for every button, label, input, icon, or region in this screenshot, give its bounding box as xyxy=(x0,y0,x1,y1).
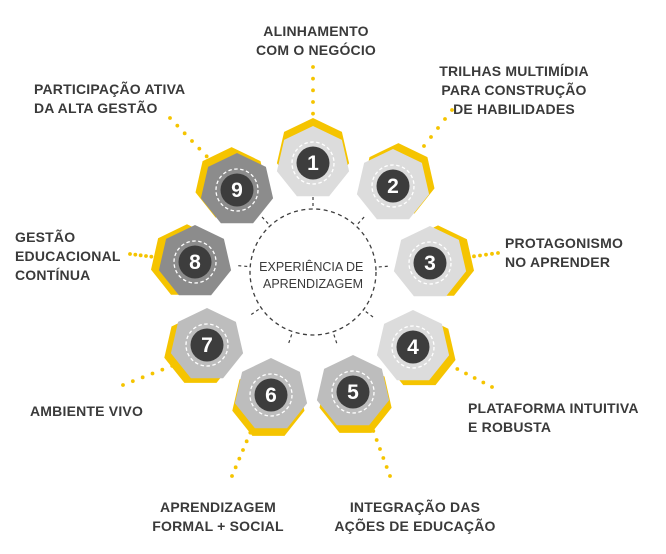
step-label-4: PLATAFORMA INTUITIVA E ROBUSTA xyxy=(468,399,639,437)
step-label-2-line-1: TRILHAS MULTIMÍDIA xyxy=(439,63,589,79)
step-node-3: 3 xyxy=(393,225,474,297)
step-node-5: 5 xyxy=(316,355,392,433)
step-label-8-line-2: EDUCACIONAL xyxy=(15,248,121,264)
number-badge-6 xyxy=(254,378,288,412)
step-number-7: 7 xyxy=(201,334,213,357)
spoke-line-5 xyxy=(333,334,339,347)
step-label-2-line-3: DE HABILIDADES xyxy=(453,101,575,117)
step-number-8: 8 xyxy=(189,251,201,274)
step-label-1-line-2: COM O NEGÓCIO xyxy=(255,42,377,58)
badge-ring-6 xyxy=(249,373,293,417)
step-node-8: 8 xyxy=(151,224,232,296)
step-label-3-line-2: NO APRENDER xyxy=(505,254,611,270)
step-number-4: 4 xyxy=(407,336,419,359)
badge-ring-4 xyxy=(391,325,435,369)
step-label-8-line-1: GESTÃO xyxy=(15,229,76,245)
step-label-9: PARTICIPAÇÃO ATIVA DA ALTA GESTÃO xyxy=(34,80,185,118)
step-label-4-line-2: E ROBUSTA xyxy=(468,419,552,435)
step-node-6: 6 xyxy=(232,358,308,436)
svg-text:EXPERIÊNCIA DE APRENDIZA: EXPERIÊNCIA DE APRENDIZAGEM xyxy=(259,259,367,291)
number-badge-3 xyxy=(413,246,447,280)
spoke-line-3 xyxy=(378,265,391,268)
step-label-2-line-2: PARA CONSTRUÇÃO xyxy=(441,82,587,98)
step-node-7: 7 xyxy=(164,308,244,383)
badge-ring-2 xyxy=(371,164,415,208)
step-number-6: 6 xyxy=(265,384,277,407)
step-label-5: INTEGRAÇÃO DAS AÇÕES DE EDUCAÇÃO xyxy=(334,498,495,536)
spoke-line-7 xyxy=(248,308,259,317)
spoke-line-9 xyxy=(259,214,269,225)
step-label-9-line-1: PARTICIPAÇÃO ATIVA xyxy=(34,81,186,97)
step-label-8-line-3: CONTÍNUA xyxy=(15,267,91,283)
number-badge-2 xyxy=(376,169,410,203)
step-number-3: 3 xyxy=(424,252,436,275)
number-badge-8 xyxy=(178,245,212,279)
step-number-1: 1 xyxy=(307,152,319,175)
step-label-1-line-1: ALINHAMENTO xyxy=(263,23,369,39)
number-badge-7 xyxy=(190,328,224,362)
spoke-line-2 xyxy=(357,214,367,225)
number-badge-4 xyxy=(396,330,430,364)
number-badge-9 xyxy=(220,173,254,207)
step-node-4: 4 xyxy=(376,310,456,386)
step-label-2: TRILHAS MULTIMÍDIA PARA CONSTRUÇÃO DE HABI… xyxy=(439,62,589,119)
spoke-line-8 xyxy=(235,264,248,268)
badge-ring-8 xyxy=(173,240,217,284)
spoke-line-4 xyxy=(365,311,376,320)
badge-ring-7 xyxy=(185,323,229,367)
step-label-8: GESTÃO EDUCACIONAL CONTÍNUA xyxy=(15,228,121,285)
badge-ring-3 xyxy=(408,241,452,285)
step-label-1: ALINHAMENTO COM O NEGÓCIO xyxy=(256,22,376,60)
step-label-5-line-2: AÇÕES DE EDUCAÇÃO xyxy=(334,518,496,534)
center-circle xyxy=(249,208,377,336)
step-label-6-line-2: FORMAL + SOCIAL xyxy=(152,518,284,534)
step-label-3-line-1: PROTAGONISMO xyxy=(505,235,624,251)
step-label-4-line-1: PLATAFORMA INTUITIVA xyxy=(468,400,639,416)
step-node-2: 2 xyxy=(356,143,435,220)
step-label-6-line-1: APRENDIZAGEM xyxy=(160,499,276,515)
step-node-9: 9 xyxy=(195,147,274,224)
step-number-5: 5 xyxy=(347,381,359,404)
step-label-9-line-2: DA ALTA GESTÃO xyxy=(34,100,158,116)
step-label-7-line-1: AMBIENTE VIVO xyxy=(30,403,144,419)
step-label-6: APRENDIZAGEM FORMAL + SOCIAL xyxy=(152,498,283,536)
center-label-line-1: EXPERIÊNCIA DE xyxy=(259,259,363,274)
step-label-7: AMBIENTE VIVO xyxy=(30,402,143,421)
step-label-3: PROTAGONISMO NO APRENDER xyxy=(505,234,623,272)
step-number-2: 2 xyxy=(387,175,399,198)
center-label-line-2: APRENDIZAGEM xyxy=(263,277,363,291)
badge-ring-5 xyxy=(331,370,375,414)
badge-ring-9 xyxy=(215,168,259,212)
badge-ring-1 xyxy=(291,141,335,185)
step-node-1: 1 xyxy=(276,118,350,197)
spoke-line-6 xyxy=(287,334,293,347)
step-number-9: 9 xyxy=(231,179,243,202)
number-badge-5 xyxy=(336,375,370,409)
step-label-5-line-1: INTEGRAÇÃO DAS xyxy=(349,499,481,515)
number-badge-1 xyxy=(296,146,330,180)
